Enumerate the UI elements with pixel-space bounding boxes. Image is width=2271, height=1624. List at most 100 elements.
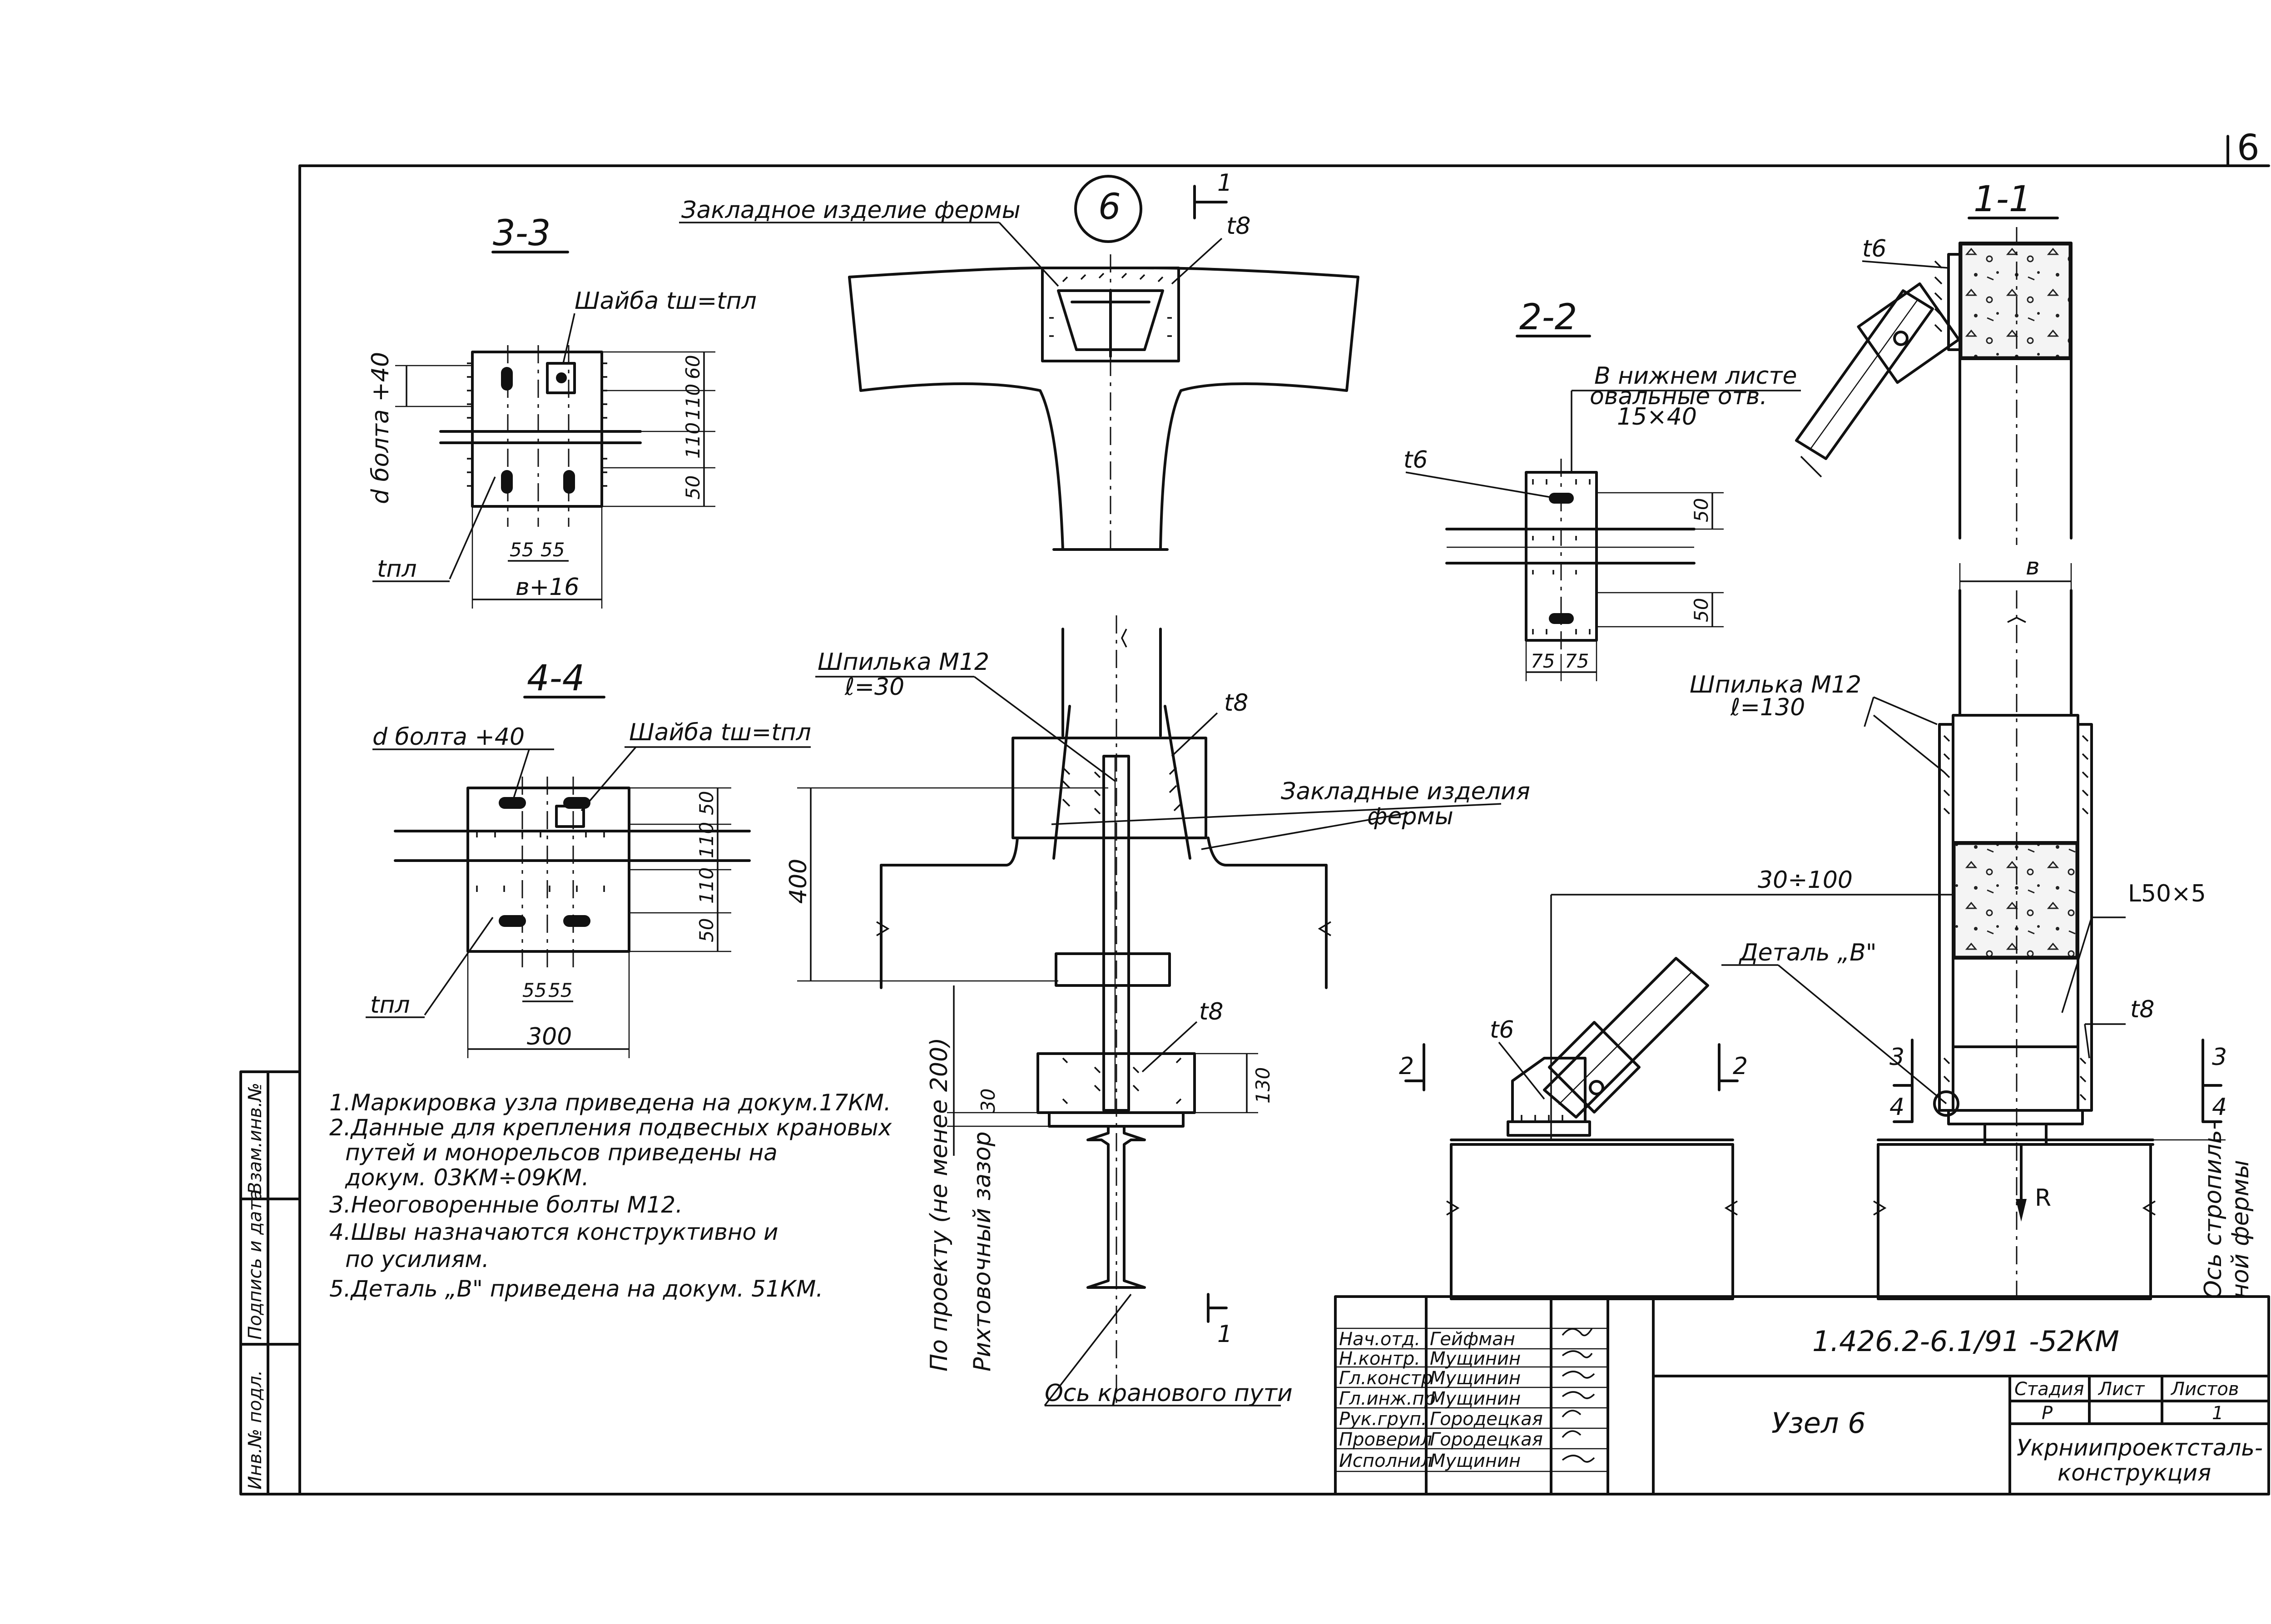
stud-right-1: Шпилька М12 — [1690, 671, 1861, 698]
note-8: 5.Деталь „В" приведена на докум. 51КМ. — [329, 1276, 823, 1302]
rafter-axis-1: Ось стропиль- — [2200, 1121, 2227, 1299]
sig-role-1: Нач.отд. — [1339, 1329, 1420, 1350]
stud-right-2: ℓ=130 — [1730, 694, 1805, 721]
crane-axis-label: Ось кранового пути — [1045, 1380, 1293, 1407]
dim-d-bolt-33: d болта +40 — [367, 352, 394, 504]
lower-sheet-3: 15×40 — [1617, 403, 1697, 431]
washer-44-label: Шайба tш=tпл — [629, 719, 811, 746]
section-4-4 — [366, 696, 811, 1058]
sig-role-5: Рук.груп. — [1339, 1409, 1427, 1430]
section-3-3-title: 3-3 — [493, 213, 550, 254]
sig-name-2: Мущинин — [1430, 1348, 1521, 1369]
stamp-cell-replace: Взам.инв.№ — [245, 1083, 266, 1194]
mark-3-right: 3 — [2212, 1044, 2227, 1071]
dim-130: 130 — [1252, 1067, 1274, 1104]
lower-sheet-1: В нижнем листе — [1594, 362, 1797, 390]
node-6-section — [797, 615, 1502, 1408]
stud-left-1: Шпилька М12 — [818, 649, 989, 676]
t8-mid: t8 — [1224, 689, 1248, 717]
org-line-1: Укрниипроектсталь- — [2017, 1435, 2263, 1461]
stamp-cell-signature: Подпись и дата — [245, 1189, 266, 1340]
dim-75-22a: 75 — [1531, 650, 1555, 672]
sig-name-4: Мущинин — [1430, 1388, 1521, 1409]
sheets-value: 1 — [2212, 1403, 2223, 1424]
embedded-items-1: Закладные изделия — [1281, 778, 1530, 805]
dim-110-33a: 110 — [682, 384, 704, 420]
sheet-header: Лист — [2097, 1379, 2145, 1400]
r-label: R — [2035, 1184, 2051, 1212]
sig-role-3: Гл.констр — [1339, 1368, 1433, 1389]
section-2-2 — [1405, 335, 1801, 681]
note-3: путей и монорельсов приведены на — [345, 1139, 778, 1166]
mark-4-left: 4 — [1889, 1094, 1904, 1121]
dim-50-44a: 50 — [695, 791, 718, 815]
node-number: 6 — [1098, 187, 1121, 228]
dim-50-44b: 50 — [695, 918, 718, 942]
stud-left-2: ℓ=30 — [844, 673, 904, 701]
sig-role-4: Гл.инж.пр — [1339, 1388, 1436, 1409]
mark-2-left: 2 — [1399, 1053, 1414, 1080]
dim-75-22b: 75 — [1565, 650, 1589, 672]
dim-55-33a: 55 — [510, 539, 534, 561]
t8-right: t8 — [2130, 996, 2154, 1023]
lower-sheet-2: овальные отв. — [1590, 383, 1767, 410]
sig-name-6: Городецкая — [1430, 1429, 1543, 1450]
section-4-4-title: 4-4 — [527, 658, 585, 699]
dim-55-44a: 55 — [522, 979, 546, 1001]
dim-b16: в+16 — [516, 574, 579, 601]
section-3-3 — [372, 251, 715, 609]
note-1: 1.Маркировка узла приведена на докум.17К… — [329, 1089, 891, 1116]
t8-top: t8 — [1226, 213, 1250, 240]
t6-11: t6 — [1862, 235, 1886, 262]
embedded-items-2: фермы — [1367, 803, 1453, 830]
sig-name-5: Городецкая — [1430, 1409, 1543, 1430]
mark-2-right: 2 — [1733, 1053, 1748, 1080]
drawing-title: Узел 6 — [1771, 1406, 1866, 1440]
sig-role-6: Проверил — [1339, 1429, 1432, 1450]
dim-30100: 30÷100 — [1758, 866, 1853, 894]
washer-33-label: Шайба tш=tпл — [575, 287, 757, 315]
by-project-label: По проекту (не менее 200) — [926, 1038, 953, 1371]
embedded-truss-label: Закладное изделие фермы — [681, 197, 1021, 224]
sig-role-7: Исполнил — [1339, 1451, 1433, 1471]
page-number: 6 — [2237, 128, 2260, 168]
note-7: по усилиям. — [345, 1246, 489, 1272]
cut-mark-bottom: 1 — [1217, 1321, 1232, 1348]
truss-attachment — [1404, 957, 1739, 1300]
title-block — [1334, 1295, 2270, 1495]
dim-300: 300 — [527, 1023, 572, 1050]
detail-b-label: Деталь „В" — [1739, 939, 1877, 966]
section-2-2-title: 2-2 — [1519, 297, 1577, 338]
note-4: докум. 03КМ÷09КМ. — [345, 1164, 589, 1191]
dim-50-33: 50 — [682, 475, 704, 500]
sheets-header: Листов — [2170, 1379, 2239, 1400]
dim-55-33b: 55 — [540, 539, 565, 561]
t8-low: t8 — [1199, 998, 1223, 1025]
stage-header: Стадия — [2014, 1379, 2084, 1400]
sig-name-1: Гейфман — [1430, 1329, 1515, 1350]
org-line-2: конструкция — [2058, 1460, 2211, 1486]
doc-code: 1.426.2-6.1/91 -52КМ — [1812, 1325, 2119, 1358]
side-stamp — [239, 1070, 301, 1495]
mark-3-left: 3 — [1889, 1044, 1904, 1071]
dim-b: в — [2026, 553, 2040, 580]
note-2: 2.Данные для крепления подвесных крановы… — [329, 1114, 892, 1141]
node-6-top-view — [679, 175, 1359, 554]
alignment-gap-label: Рихтовочный зазор — [969, 1131, 996, 1371]
t6-bottom: t6 — [1490, 1016, 1514, 1044]
stage-value: Р — [2042, 1403, 2053, 1424]
note-5: 3.Неоговоренные болты М12. — [329, 1192, 683, 1218]
sig-name-7: Мущинин — [1430, 1451, 1521, 1471]
dim-30: 30 — [977, 1089, 999, 1113]
rafter-axis-2: ной фермы — [2227, 1160, 2254, 1299]
stamp-cell-inventory: Инв.№ подл. — [245, 1370, 266, 1490]
note-6: 4.Швы назначаются конструктивно и — [329, 1219, 778, 1245]
section-1-1 — [1795, 217, 2073, 545]
sig-name-3: Мущинин — [1430, 1368, 1521, 1389]
dim-110-44b: 110 — [695, 867, 718, 904]
angle-label: L50×5 — [2128, 880, 2206, 907]
column-assembly — [1550, 563, 2226, 1300]
dim-110-33b: 110 — [682, 422, 704, 459]
dim-60-33: 60 — [682, 355, 704, 379]
